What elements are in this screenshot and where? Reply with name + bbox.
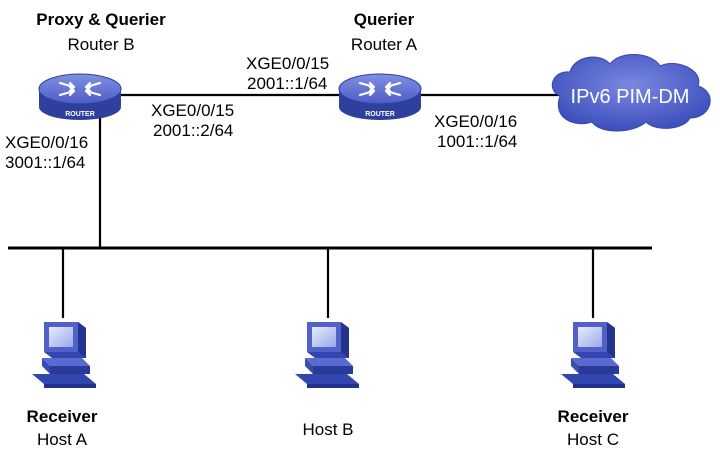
router-b-role: Proxy & Querier: [36, 10, 166, 29]
router-b-if-right: XGE0/0/15: [151, 101, 235, 120]
router-a-ip-left: 2001::1/64: [247, 74, 328, 93]
router-b-ip-right: 2001::2/64: [153, 121, 234, 140]
router-b-icon-label: ROUTER: [65, 111, 95, 118]
router-a-ip-right: 1001::1/64: [437, 132, 518, 151]
router-b-name: Router B: [67, 35, 135, 54]
router-a-name: Router A: [350, 35, 418, 54]
router-a-if-left: XGE0/0/15: [246, 54, 330, 73]
host-b-name: Host B: [302, 420, 354, 439]
router-a-icon-label: ROUTER: [365, 111, 395, 118]
host-a-role: Receiver: [26, 407, 98, 426]
host-a-computer-icon: [32, 322, 96, 388]
host-c-name: Host C: [567, 430, 619, 449]
router-b-if-down: XGE0/0/16: [5, 133, 89, 152]
router-b-ip-down: 3001::1/64: [5, 153, 86, 172]
router-a-if-right: XGE0/0/16: [434, 112, 518, 131]
router-b-icon: ROUTER: [37, 72, 123, 122]
router-a-role: Querier: [353, 10, 415, 29]
cloud-label: IPv6 PIM-DM: [571, 86, 690, 108]
host-a-name: Host A: [36, 430, 88, 449]
router-a-icon: ROUTER: [337, 72, 423, 122]
host-c-role: Receiver: [557, 407, 629, 426]
cloud-icon: IPv6 PIM-DM: [551, 53, 711, 132]
host-b-computer-icon: [295, 322, 359, 388]
host-c-computer-icon: [561, 322, 625, 388]
